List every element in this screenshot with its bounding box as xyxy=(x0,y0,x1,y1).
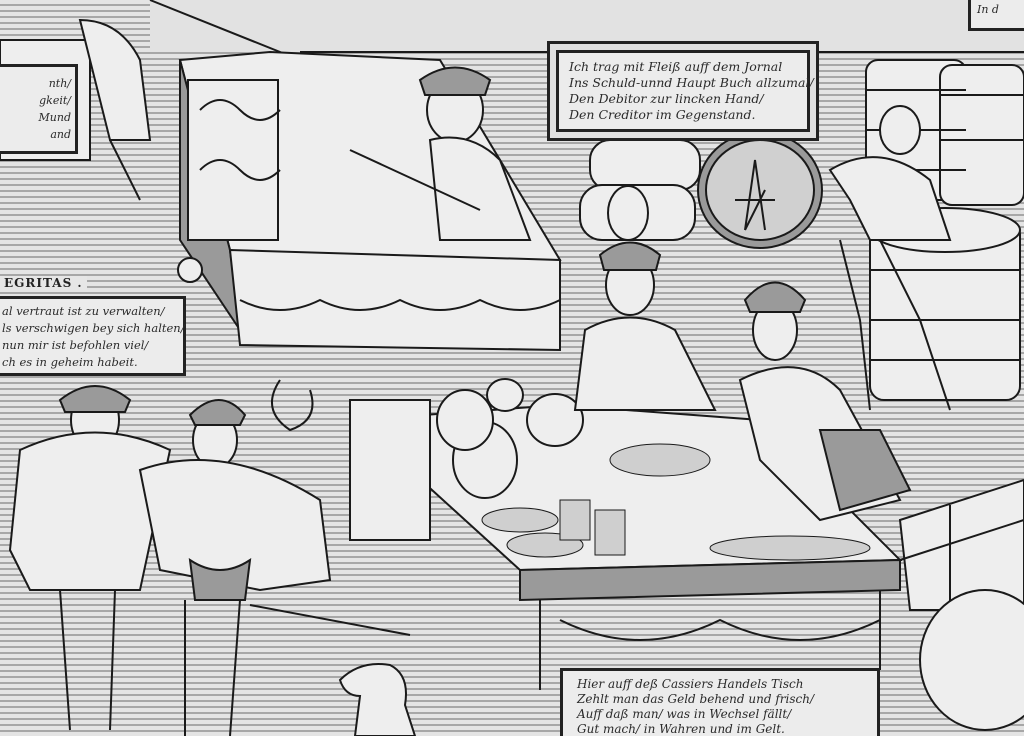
cashiers xyxy=(573,241,912,522)
inscription-line: al vertraut ist zu verwalten/ xyxy=(2,304,165,318)
inscription-line: In d xyxy=(977,3,999,16)
inscription-line: Gut mach/ in Wahren und im Gelt. xyxy=(577,722,785,736)
top-right-cartouche-fragment: In d xyxy=(968,0,1024,31)
bales xyxy=(898,478,1024,731)
man-at-barrel xyxy=(828,105,952,411)
inscription-line: Den Debitor zur lincken Hand/ xyxy=(569,91,764,106)
dog xyxy=(338,663,417,736)
journal-cartouche: Ich trag mit Fleiß auff dem Jornal Ins S… xyxy=(556,50,814,132)
inscription-line: nth/ xyxy=(48,77,71,90)
integritas-heading: EGRITAS . xyxy=(0,276,87,290)
inscription-line: Den Creditor im Gegenstand. xyxy=(569,107,756,122)
inscription-line: ls verschwigen bey sich halten/ xyxy=(2,321,185,335)
inscription-line: and xyxy=(50,128,71,141)
inscription-line: ch es in geheim habeit. xyxy=(2,355,138,369)
inscription-line: Zehlt man das Geld behend und frisch/ xyxy=(577,692,815,706)
integritas-cartouche: al vertraut ist zu verwalten/ ls verschw… xyxy=(0,296,186,376)
inscription-line: Ins Schuld-unnd Haupt Buch allzumal/ xyxy=(569,75,814,90)
inscription-line: Ich trag mit Fleiß auff dem Jornal xyxy=(569,59,783,74)
two-gentlemen xyxy=(8,385,411,736)
bookkeeper-figure xyxy=(349,66,532,241)
upper-left-cartouche: nth/ gkeit/ Mund and xyxy=(0,64,78,154)
inscription-line: Mund xyxy=(38,111,71,124)
inscription-line: gkeit/ xyxy=(39,94,71,107)
inscription-line: Auff daß man/ was in Wechsel fällt/ xyxy=(577,707,792,721)
inscription-line: Hier auff deß Cassiers Handels Tisch xyxy=(577,677,804,691)
inscription-line: nun mir ist befohlen viel/ xyxy=(2,338,149,352)
cashier-cartouche: Hier auff deß Cassiers Handels Tisch Zeh… xyxy=(560,668,880,736)
